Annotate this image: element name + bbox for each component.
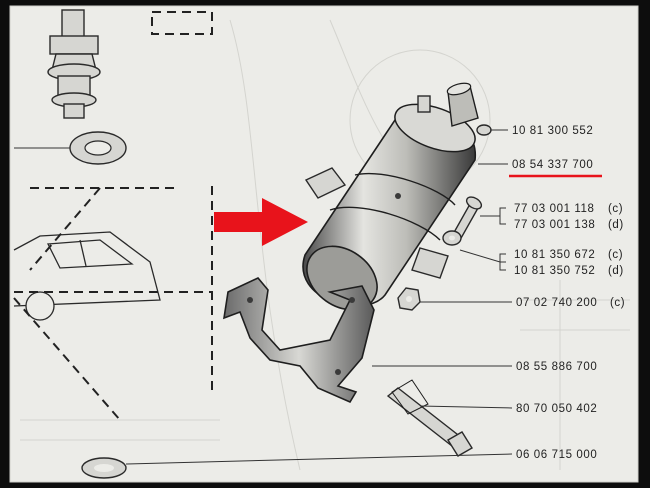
pointer-arrow	[214, 198, 308, 246]
part-number-label-highlighted: 08 54 337 700	[512, 159, 593, 171]
label-leaders	[125, 129, 513, 465]
part-number-label: 10 81 300 552	[512, 125, 593, 137]
part-number-label: 77 03 001 138	[514, 219, 595, 231]
washer	[14, 131, 127, 165]
lock-washer	[442, 230, 462, 246]
part-suffix-label: (c)	[608, 249, 623, 261]
part-suffix-label: (c)	[608, 203, 623, 215]
part-number-label: 10 81 350 672	[514, 249, 595, 261]
part-number-label: 08 55 886 700	[516, 361, 597, 373]
bottom-ring	[81, 457, 127, 479]
dashed-leaders	[13, 186, 213, 421]
ignition-coil	[302, 82, 479, 311]
screw	[451, 196, 483, 241]
part-suffix-label: (c)	[610, 297, 625, 309]
part-number-label: 07 02 740 200	[516, 297, 597, 309]
small-washer	[476, 124, 492, 136]
dashed-box-top	[151, 11, 213, 35]
nut	[397, 287, 421, 311]
car-outline	[13, 231, 161, 321]
part-suffix-label: (d)	[608, 219, 624, 231]
part-number-label: 77 03 001 118	[514, 203, 595, 215]
part-number-label: 06 06 715 000	[516, 449, 597, 461]
top-left-fitting	[47, 9, 101, 119]
mounting-bracket	[223, 277, 375, 404]
part-number-label: 80 70 050 402	[516, 403, 597, 415]
part-suffix-label: (d)	[608, 265, 624, 277]
part-labels: 10 81 300 552 08 54 337 700 77 03 001 11…	[509, 125, 625, 461]
part-number-label: 10 81 350 752	[514, 265, 595, 277]
bolt	[386, 379, 473, 457]
